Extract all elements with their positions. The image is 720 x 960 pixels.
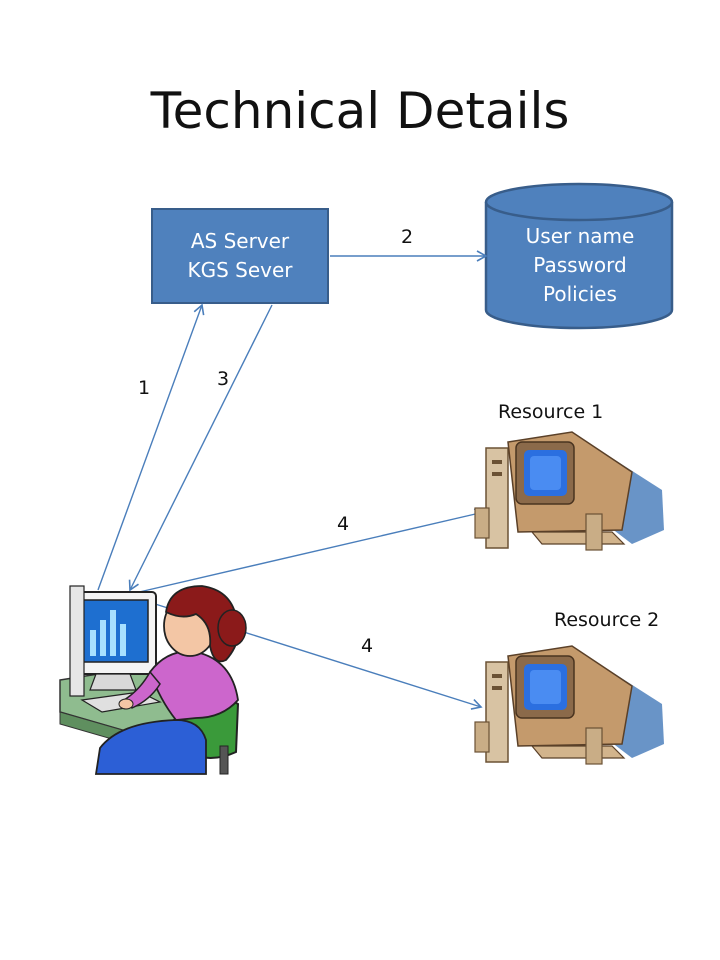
page-title: Technical Details <box>150 82 570 140</box>
db-line-2: Password <box>533 253 627 277</box>
arrow-step-3 <box>128 304 273 592</box>
step-label-3: 3 <box>217 368 230 390</box>
step-label-2: 2 <box>401 226 414 248</box>
db-line-1: User name <box>525 224 635 248</box>
server-line-1: AS Server <box>190 229 290 253</box>
arrow-step-1 <box>97 303 205 591</box>
step-label-4a: 4 <box>337 513 350 535</box>
resource-1-label: Resource 1 <box>498 401 604 423</box>
resource-2-label: Resource 2 <box>554 609 660 631</box>
arrow-step-4-resource-1 <box>134 508 486 594</box>
db-line-3: Policies <box>543 282 617 306</box>
server-line-2: KGS Sever <box>187 258 293 282</box>
as-server-box: AS Server KGS Sever <box>151 208 329 304</box>
step-label-1: 1 <box>138 377 151 399</box>
step-label-4b: 4 <box>361 635 374 657</box>
database-label: User name Password Policies <box>488 222 672 309</box>
